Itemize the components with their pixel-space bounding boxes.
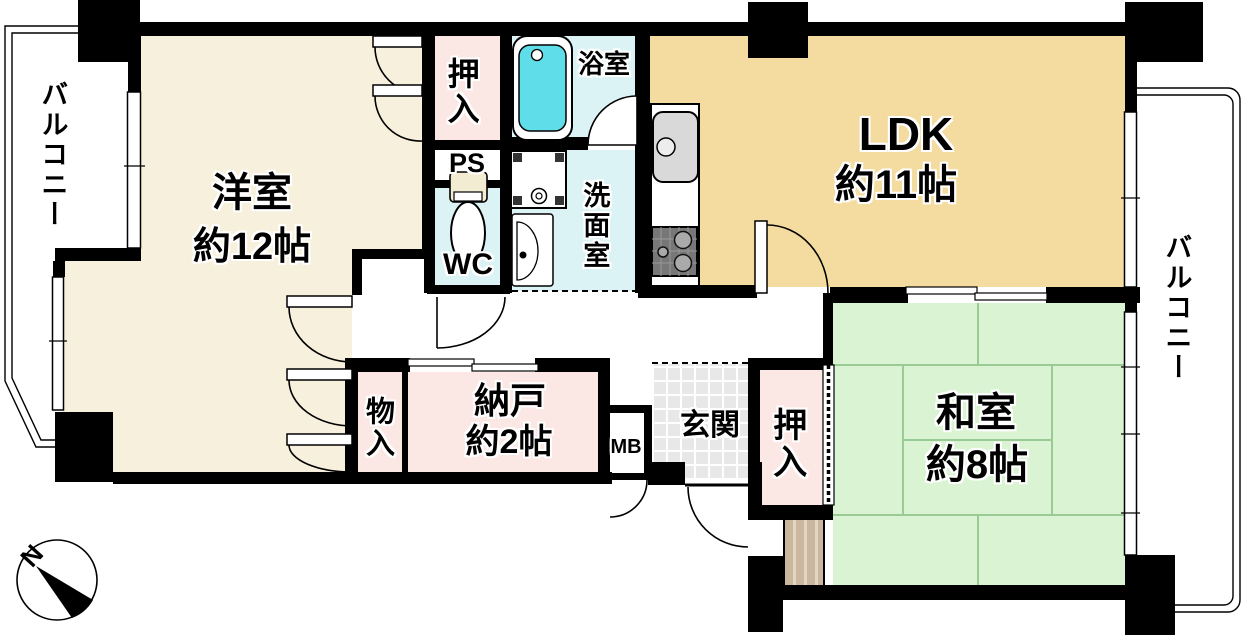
room-closet-right [760,370,823,505]
storeroom-name: 納戸 [473,380,546,421]
windows [49,91,1140,556]
room-storeroom [408,372,598,472]
kitchen-sink-icon [652,111,699,183]
north-compass-icon: N [14,539,98,621]
balcony-left-label: バルコニー [37,79,68,230]
walls [53,0,1203,635]
bathtub-icon [512,35,573,141]
washroom-label: 洗面室 [579,181,610,271]
ldk-door [766,224,829,294]
tatami-lines [833,303,1125,585]
vanity-sink-icon [511,213,554,287]
western-room-name: 洋室 [212,171,292,215]
western-room-size: 約12帖 [192,226,312,268]
stove-icon [651,226,698,277]
ldk-name: LDK [858,108,954,160]
toilet-icon [449,171,488,265]
entrance-label: 玄関 [680,409,740,442]
room-storage [358,372,402,472]
japanese-room-name: 和室 [936,391,1016,435]
room-ldk [650,36,1125,287]
balcony-left-outline [4,25,78,448]
meter-box-door [609,479,648,518]
washing-machine-icon [510,150,567,209]
room-closet-upper [434,36,500,140]
japanese-room-size: 約8帖 [925,443,1029,487]
entrance-tile-floor [652,364,748,480]
sliding-doors [407,286,1048,506]
balcony-right-outline [1137,87,1241,613]
toilet-label: WC [443,248,493,281]
bathroom-label: 浴室 [577,49,630,79]
room-western-room [141,36,352,262]
room-western-room-upper-right [352,36,422,249]
storeroom-size: 約2帖 [465,423,553,461]
ldk-size: 約11帖 [834,163,958,207]
closet-right-label: 押入 [767,407,806,481]
balcony-right-label: バルコニー [1161,233,1192,383]
hinged-doors [286,35,829,548]
bathroom-door [587,95,638,146]
meter-box-label: MB [610,436,642,458]
pipe-space-label: PS [448,148,486,178]
closet-upper-label: 押入 [443,57,480,127]
storage-label: 物入 [361,396,394,460]
